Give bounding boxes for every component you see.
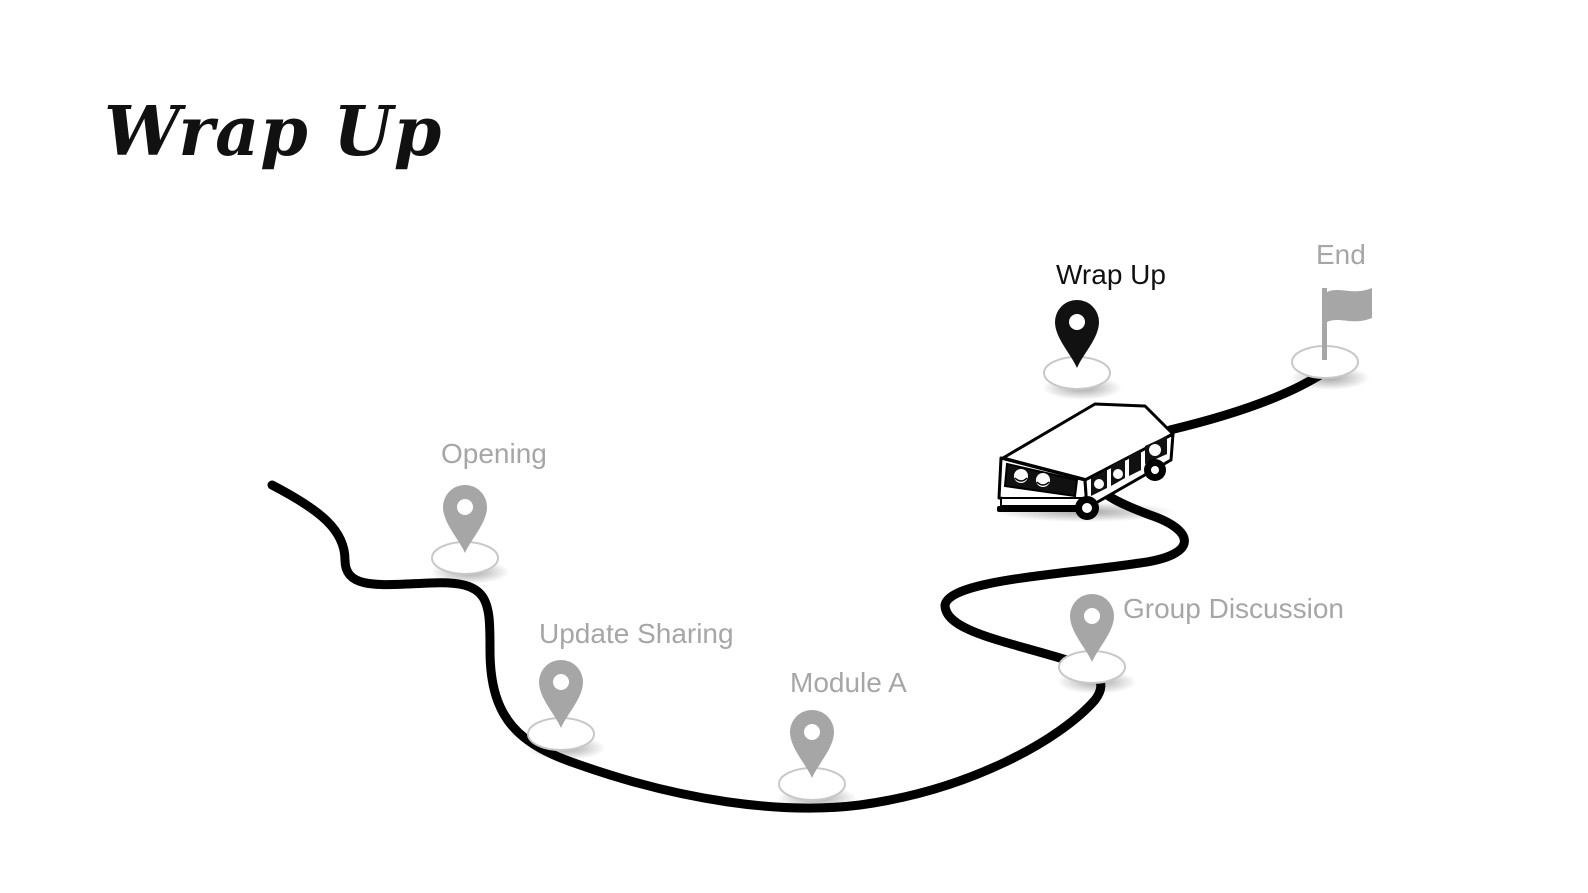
- stop-marker-group-discussion: [1057, 594, 1137, 694]
- stop-label-end: End: [1316, 239, 1366, 270]
- stop-label-wrap-up: Wrap Up: [1056, 259, 1166, 290]
- van-icon: [995, 402, 1175, 522]
- stop-marker-update-sharing: [526, 660, 606, 760]
- slide-title: Wrap Up: [104, 92, 443, 172]
- stop-label-group-discussion: Group Discussion: [1123, 593, 1344, 624]
- map-pin-icon: [790, 710, 834, 778]
- stop-label-module-a: Module A: [790, 667, 907, 698]
- stop-label-update-sharing: Update Sharing: [539, 618, 734, 649]
- stop-marker-wrap-up: [1042, 300, 1122, 400]
- map-pin-icon: [443, 485, 487, 553]
- stop-marker-opening: [430, 485, 510, 584]
- road-path: [267, 475, 1189, 813]
- map-pin-icon: [1070, 594, 1114, 662]
- stop-marker-module-a: [777, 710, 857, 810]
- stop-label-opening: Opening: [441, 438, 547, 469]
- map-pin-icon: [1055, 300, 1099, 368]
- flag-icon: [1322, 288, 1372, 360]
- map-pin-icon: [539, 660, 583, 728]
- stop-marker-end: [1290, 288, 1372, 390]
